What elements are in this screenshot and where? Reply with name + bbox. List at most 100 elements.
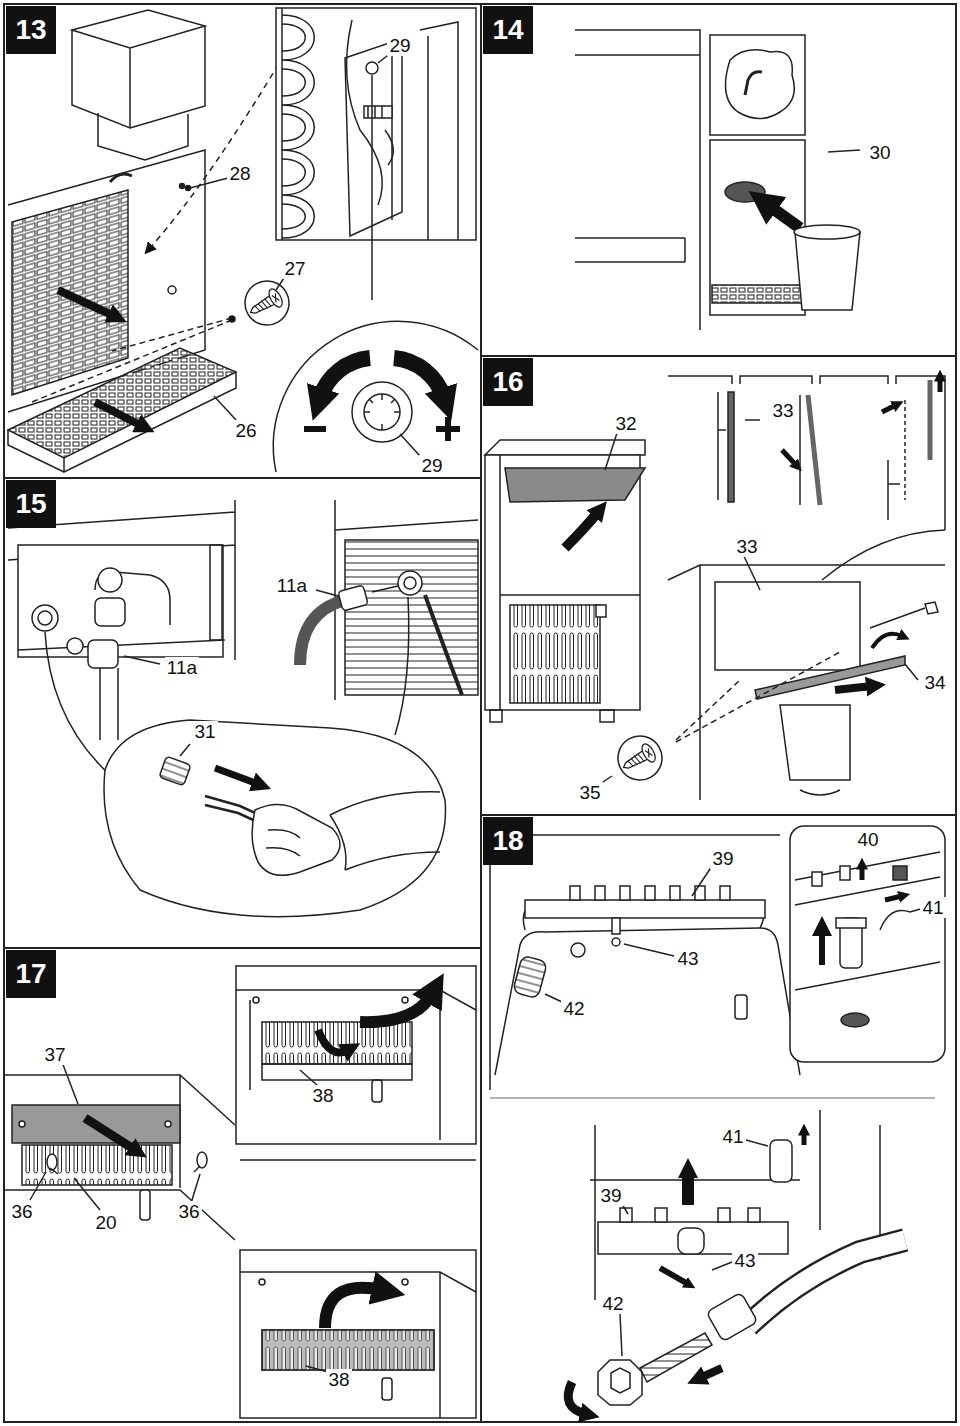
filter-grille (402, 1279, 408, 1285)
callout-number: 35 (577, 782, 602, 803)
spray-manifold (660, 1268, 688, 1284)
ice-machine-door (822, 530, 945, 580)
filter-grille (253, 997, 259, 1003)
spray-manifold (692, 866, 712, 896)
water-connections (266, 830, 300, 856)
spray-manifold (860, 866, 865, 880)
step-number: 13 (15, 16, 46, 44)
step-number-box: 16 (483, 358, 533, 406)
filter-grille (236, 966, 476, 1144)
ice-machine-door (928, 380, 933, 460)
water-connections (300, 600, 345, 665)
callout-number: 11a (165, 657, 199, 678)
callout-number: 26 (233, 420, 258, 441)
step-number-box: 13 (6, 6, 56, 54)
water-connections (159, 756, 191, 786)
callout-number: 11a (275, 575, 309, 596)
filter-grille (47, 1154, 57, 1170)
callout-number: 32 (613, 413, 638, 434)
spray-manifold (712, 1262, 732, 1270)
ice-machine-door (938, 378, 943, 392)
spray-manifold (598, 1222, 788, 1254)
ice-maker-front (420, 22, 458, 240)
spray-manifold (718, 1208, 730, 1222)
ice-maker-front (229, 316, 235, 322)
water-connections (404, 577, 416, 589)
ice-maker-front (394, 358, 444, 398)
filter-grille (192, 1174, 200, 1200)
ice-machine-door (715, 582, 860, 670)
dispenser-cabinet (710, 140, 805, 315)
water-connections (8, 500, 478, 917)
ice-maker-front (364, 106, 392, 118)
spray-manifold (598, 1360, 642, 1405)
ice-maker-front (32, 318, 232, 402)
spray-manifold (513, 955, 548, 998)
water-connections (104, 720, 445, 917)
water-connections (345, 540, 478, 695)
callout-number: 27 (282, 258, 307, 279)
water-connections (32, 605, 58, 631)
ice-maker-front (8, 348, 236, 458)
step-number: 14 (492, 16, 523, 44)
step-number: 15 (15, 490, 46, 518)
ice-machine-door (605, 430, 618, 470)
spray-manifold (812, 872, 822, 886)
filter-grille (318, 1030, 348, 1053)
water-connections (180, 744, 190, 756)
dispenser-cabinet (710, 35, 805, 135)
ice-maker-front (214, 396, 236, 420)
ice-machine-door (808, 395, 820, 505)
dispenser-cabinet (828, 150, 860, 152)
filter-grille (360, 994, 432, 1022)
ice-maker-front (304, 426, 326, 432)
callout-number: 31 (192, 721, 217, 742)
callout-number: 41 (720, 1126, 745, 1147)
ice-maker-front (190, 178, 228, 188)
spray-manifold (678, 1228, 704, 1254)
callout-number: 37 (42, 1044, 67, 1065)
step-number: 18 (492, 827, 523, 855)
spray-manifold (720, 886, 730, 900)
ice-machine-door (745, 419, 760, 421)
callout-number: 29 (419, 455, 444, 476)
callout-number: 36 (176, 1201, 201, 1222)
callout-number: 34 (922, 672, 947, 693)
ice-maker-front (445, 417, 451, 441)
spray-manifold (841, 1013, 869, 1027)
spray-manifold (620, 886, 630, 900)
callout-number: 38 (326, 1369, 351, 1390)
ice-maker-front (168, 286, 176, 294)
spray-manifold (748, 1240, 905, 1326)
ice-maker-front (72, 10, 205, 128)
ice-machine-door (742, 552, 760, 590)
step-number: 17 (15, 960, 46, 988)
water-connections (18, 545, 223, 657)
filter-grille (240, 1250, 476, 1418)
ice-maker-front (95, 402, 142, 426)
step-number-box: 18 (483, 817, 533, 865)
callout-number: 38 (310, 1085, 335, 1106)
water-connections (316, 590, 338, 596)
water-connections (425, 595, 462, 695)
water-connections (95, 598, 125, 626)
ice-maker-front (58, 290, 114, 316)
water-connections (210, 545, 222, 640)
filter-grille (19, 1121, 25, 1127)
ice-maker-front (281, 8, 283, 240)
spray-manifold (490, 826, 945, 1414)
spray-manifold (700, 1368, 722, 1378)
ice-maker-front (186, 186, 191, 191)
spray-manifold (670, 886, 680, 900)
spray-manifold (624, 944, 674, 956)
ice-maker-front (347, 20, 394, 205)
filter-grille (382, 1378, 392, 1400)
water-connections (398, 571, 422, 595)
ice-maker-front (180, 184, 185, 189)
ice-maker-front (282, 24, 305, 229)
water-connections (100, 668, 118, 740)
ice-machine-door (882, 405, 896, 412)
spray-manifold (620, 1314, 622, 1356)
filter-grille (262, 1330, 434, 1370)
